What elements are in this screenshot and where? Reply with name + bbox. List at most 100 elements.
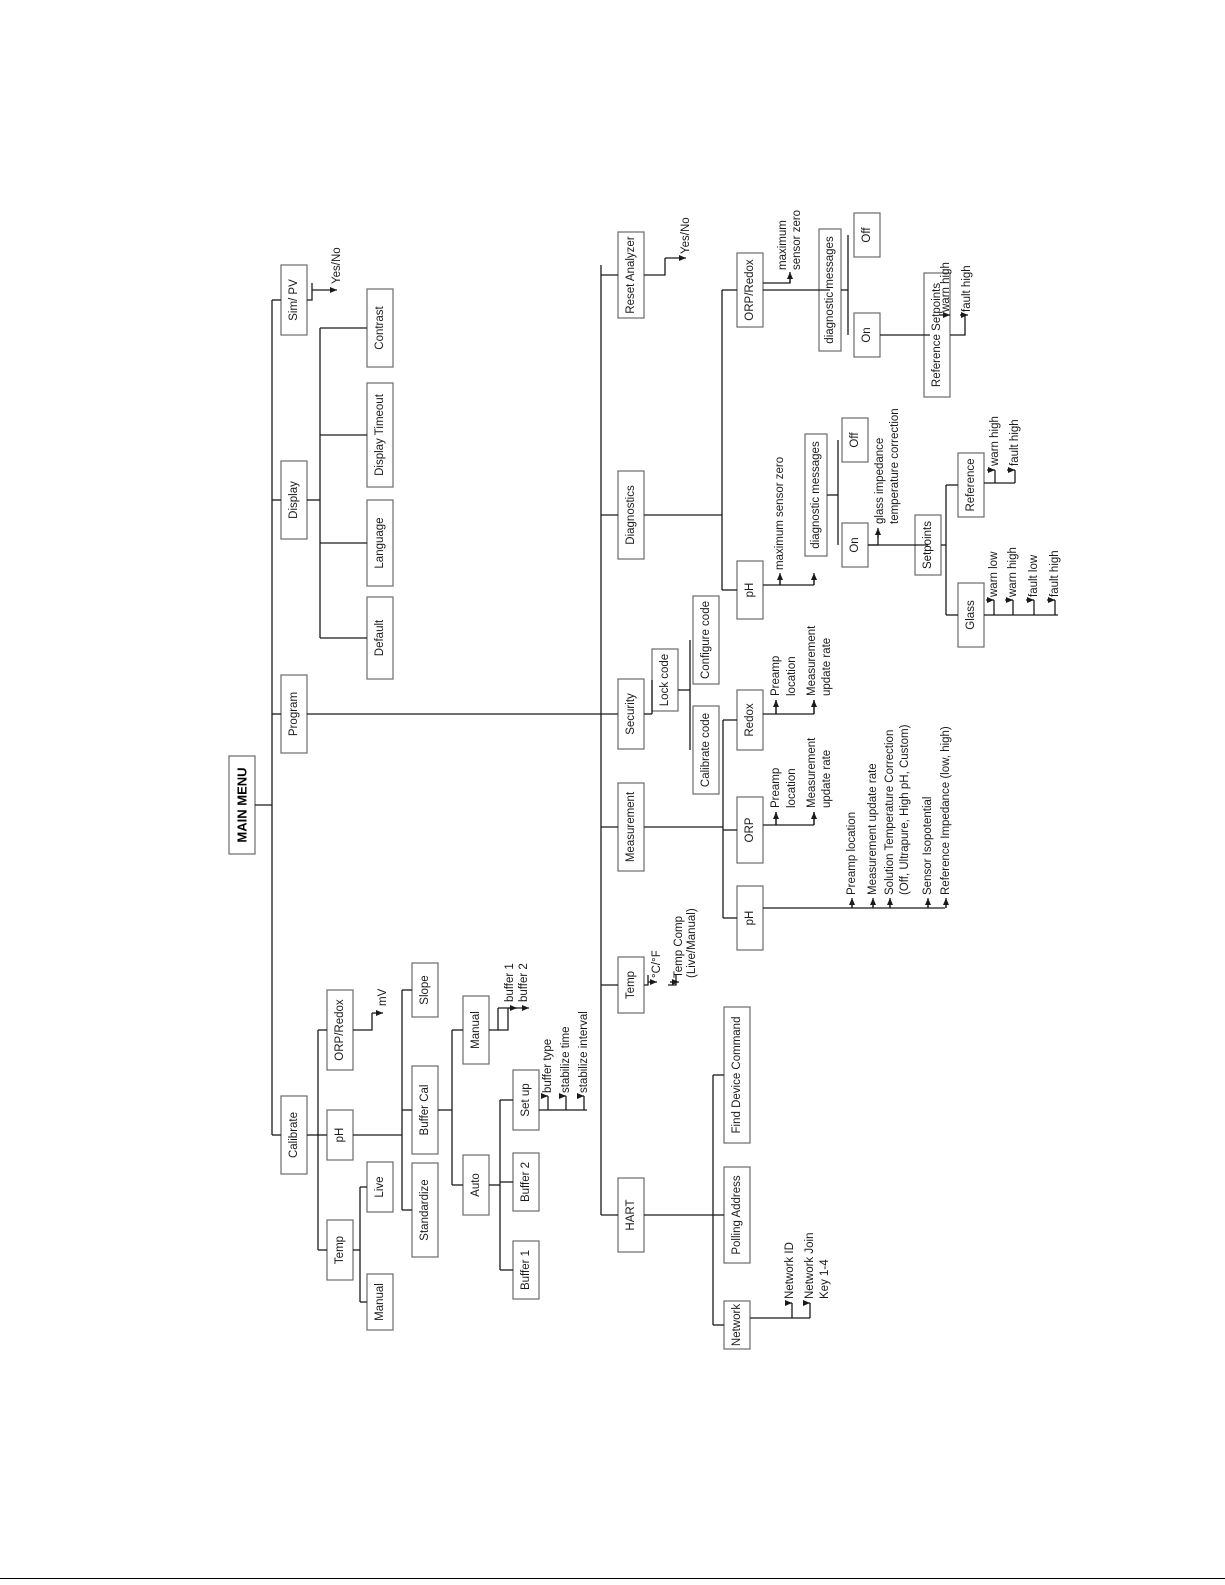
prog-security-label: Security: [625, 693, 637, 735]
setpoint-glass-box[interactable]: [957, 582, 985, 648]
sim-pv-label: Sim/ PV: [288, 279, 300, 321]
hart-find-device-label: Find Device Command: [731, 1017, 743, 1134]
diag-orp-redox-label: ORP/Redox: [744, 259, 756, 321]
display-default-box[interactable]: [366, 596, 394, 680]
meas-redox-location: location: [786, 656, 798, 696]
meas-ph-solution-temp-options: (Off, Ultrapure, High pH, Custom): [899, 724, 911, 895]
display-default-label: Default: [374, 619, 386, 656]
reference-fault-high: fault high: [1009, 419, 1021, 466]
manual-buffer-1: buffer 1: [504, 963, 516, 1002]
diag-orp-maximum: maximum: [777, 220, 789, 270]
hart-network-box[interactable]: [723, 1300, 751, 1350]
glass-fault-high: fault high: [1049, 550, 1061, 597]
ref-setpoint-warn-high: warn high: [940, 262, 952, 313]
prog-reset-label: Reset Analyzer: [625, 236, 637, 314]
prog-hart-box[interactable]: [617, 1177, 645, 1253]
diag-orp-messages-label: diagnostic messages: [824, 236, 836, 344]
hart-polling-label: Polling Address: [731, 1175, 743, 1255]
display-label: Display: [288, 481, 300, 519]
auto-buffer-1-label: Buffer 1: [520, 1250, 532, 1290]
meas-orp-label: ORP: [744, 817, 756, 842]
ph-slope-box[interactable]: [411, 962, 439, 1018]
bc-manual-label: Manual: [470, 1011, 482, 1049]
bc-auto-box[interactable]: [462, 1154, 490, 1216]
display-timeout-label: Display Timeout: [374, 393, 386, 476]
reference-warn-high: warn high: [989, 416, 1001, 467]
diag-ph-messages-label: diagnostic messages: [810, 441, 822, 549]
auto-buffer-2-label: Buffer 2: [520, 1162, 532, 1202]
ref-setpoints-line: [950, 315, 966, 336]
diag-orp-sensor-zero: sensor zero: [791, 210, 803, 270]
network-join: Network Join: [804, 1233, 816, 1299]
prog-reset-box[interactable]: [617, 231, 645, 319]
lock-code-label: Lock code: [659, 654, 671, 706]
temp-manual-label: Manual: [374, 1283, 386, 1321]
diag-orp-on-box[interactable]: [853, 312, 881, 358]
prog-temp-line-2: [668, 975, 677, 986]
meas-ph-sensor-isopotential: Sensor Isopotential: [922, 797, 934, 895]
program-box[interactable]: [280, 674, 308, 754]
display-contrast-box[interactable]: [366, 288, 394, 368]
prog-measurement-box[interactable]: [617, 782, 645, 872]
setpoint-reference-box[interactable]: [957, 452, 985, 518]
calibrate-label: Calibrate: [288, 1112, 300, 1158]
meas-redox-preamp: Preamp: [770, 656, 782, 696]
diag-orp-off-label: Off: [861, 227, 873, 243]
glass-fault-low: fault low: [1028, 554, 1040, 597]
diag-setpoints-label: Setpoints: [922, 521, 934, 569]
calibrate-code-box[interactable]: [692, 705, 720, 795]
setup-stabilize-interval: stabilize interval: [578, 1011, 590, 1093]
hart-find-device-box[interactable]: [723, 1006, 751, 1144]
meas-orp-measurement: Measurement: [806, 737, 818, 808]
diag-ph-label: pH: [744, 583, 756, 598]
prog-hart-label: HART: [625, 1199, 637, 1230]
calibrate-box[interactable]: [280, 1095, 308, 1175]
ph-standardize-label: Standardize: [419, 1179, 431, 1240]
setpoint-glass-label: Glass: [965, 600, 977, 630]
meas-redox-box[interactable]: [736, 689, 764, 751]
diag-orp-line: [763, 275, 791, 284]
diag-glass-impedance: glass impedance: [874, 438, 886, 524]
ph-buffer-cal-box[interactable]: [411, 1065, 439, 1155]
lock-code-box[interactable]: [651, 648, 679, 712]
diag-ph-box[interactable]: [736, 560, 764, 620]
hart-polling-box[interactable]: [723, 1166, 751, 1264]
reset-line: [644, 258, 666, 276]
ph-standardize-box[interactable]: [411, 1162, 439, 1258]
diag-ph-on-label: On: [849, 537, 861, 552]
diag-orp-off-box[interactable]: [853, 212, 881, 258]
ph-slope-label: Slope: [419, 975, 431, 1004]
main-menu-box[interactable]: [228, 755, 256, 855]
diag-ph-max-sensor-zero: maximum sensor zero: [774, 457, 786, 570]
display-contrast-label: Contrast: [374, 305, 386, 349]
diag-ref-setpoints-label: Reference Setpoints: [931, 283, 943, 387]
configure-code-box[interactable]: [692, 595, 720, 685]
prog-measurement-label: Measurement: [625, 791, 637, 862]
meas-ph-label: pH: [744, 911, 756, 926]
cal-temp-label: Temp: [334, 1236, 346, 1264]
display-language-label: Language: [374, 517, 386, 568]
temp-live-label: Live: [374, 1176, 386, 1197]
diag-ph-off-box[interactable]: [841, 417, 869, 463]
cal-ph-box[interactable]: [326, 1109, 354, 1161]
auto-setup-label: Set up: [520, 1083, 532, 1116]
sim-pv-box[interactable]: [280, 264, 308, 336]
meas-orp-update-rate: update rate: [821, 750, 833, 808]
configure-code-label: Configure code: [700, 601, 712, 679]
glass-warn-high: warn high: [1007, 547, 1019, 598]
temp-comp: Temp Comp: [673, 916, 685, 978]
diag-on-line: [868, 530, 879, 546]
reset-yes-no: Yes/No: [680, 217, 692, 254]
glass-warn-low: warn low: [988, 551, 1000, 598]
bc-auto-label: Auto: [470, 1173, 482, 1197]
hart-network-label: Network: [731, 1304, 743, 1346]
bc-manual-line-2: [498, 1008, 509, 1031]
display-language-box[interactable]: [366, 499, 394, 587]
prog-temp-line: [644, 975, 649, 986]
cal-orp-line: [353, 1013, 373, 1031]
cal-ph-label: pH: [334, 1128, 346, 1143]
cal-orp-redox-label: ORP/Redox: [334, 999, 346, 1061]
meas-ph-solution-temp: Solution Temperature Correction: [884, 730, 896, 895]
meas-orp-location: location: [786, 768, 798, 808]
